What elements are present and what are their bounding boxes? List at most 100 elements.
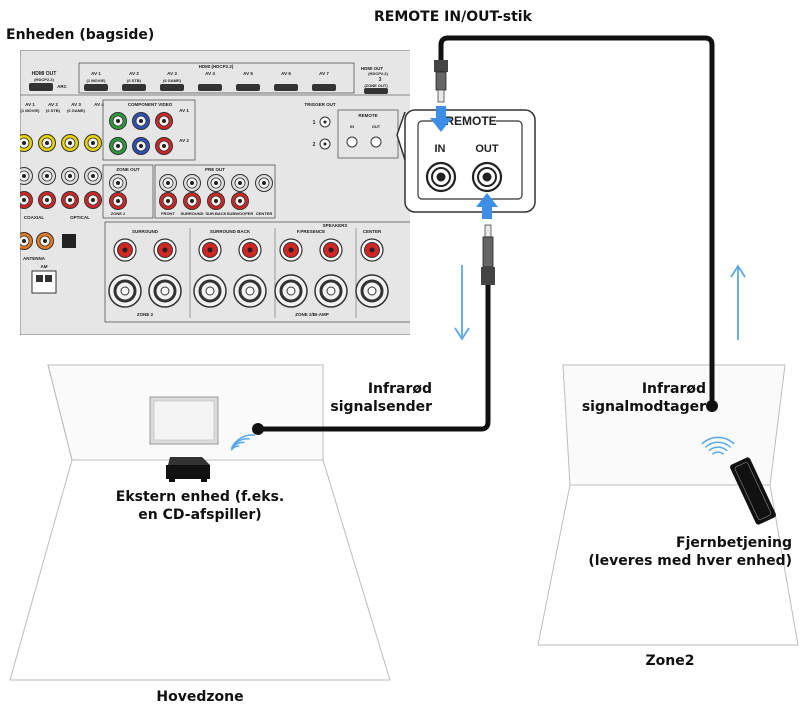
- hdmi-in-frame: [78, 62, 355, 94]
- ir-sender-wave: [231, 434, 256, 448]
- hdmi-input-port: [274, 84, 298, 91]
- hdmi-out-main-port: [29, 83, 53, 91]
- speaker-post-plus-hole: [207, 247, 213, 253]
- component-pr-jack-pin: [162, 119, 166, 123]
- speaker-post-minus-ring: [198, 279, 222, 303]
- remote-small-label: REMOTE: [358, 113, 377, 118]
- pre-out-name: SUR.BACK: [205, 211, 226, 216]
- pre-out-jack-bottom-pin: [190, 199, 194, 203]
- speaker-group-label: SURROUND BACK: [210, 229, 251, 234]
- ir-remote-wave: [701, 436, 735, 445]
- av-audio-l-jack-pin: [22, 174, 26, 178]
- speaker-group-label: SURROUND: [132, 229, 159, 234]
- arrow-up-head: [730, 264, 746, 278]
- zone-out-label: ZONE OUT: [116, 167, 140, 172]
- pre-out-name: FRONT: [161, 211, 175, 216]
- ir-remote-wave: [708, 446, 728, 452]
- hdmi-input-label: AV 7: [319, 71, 329, 76]
- antenna-label: ANTENNA: [23, 256, 46, 261]
- av-audio-r-jack-pin: [45, 198, 49, 202]
- speaker-post-minus-ring: [238, 279, 262, 303]
- zone-out-zone2-label: ZONE 2: [111, 211, 126, 216]
- ir-sender-wave: [230, 441, 245, 450]
- callout-in-label: IN: [435, 143, 446, 155]
- plug-in-grip: [435, 71, 447, 91]
- zone2-label: Zone2: [645, 653, 695, 669]
- cd-player-foot: [201, 479, 207, 482]
- am-terminal-a: [36, 275, 43, 282]
- coaxial-label: COAXIAL: [24, 215, 45, 220]
- speaker-post-minus-ring: [113, 279, 137, 303]
- callout-pointer: [396, 111, 406, 161]
- pre-out-jack-top-pin: [166, 181, 170, 185]
- ir-remote-wave: [704, 441, 732, 448]
- component-pr-jack-pin: [162, 144, 166, 148]
- av-video-jack-pin: [22, 141, 26, 145]
- hdmi-out-zone-name: (ZONE OUT): [364, 83, 388, 88]
- coaxial-jack-pin: [43, 239, 47, 243]
- pre-out-jack-top-pin: [262, 181, 266, 185]
- component-pb-jack-pin: [139, 144, 143, 148]
- av-label: AV 3: [71, 102, 81, 107]
- callout-out-label: OUT: [475, 143, 499, 155]
- speaker-zone2-label: ZONE 2: [137, 312, 154, 317]
- hdmi-input-port: [198, 84, 222, 91]
- ir-receiver-line2: signalmodtager: [581, 399, 706, 415]
- plug-out-tip: [484, 224, 492, 238]
- av-audio-l-jack-pin: [91, 174, 95, 178]
- trigger-num: 2: [313, 142, 316, 148]
- trigger-num: 1: [313, 120, 316, 126]
- pre-out-jack-top-pin: [214, 181, 218, 185]
- pre-out-jack-bottom-pin: [214, 199, 218, 203]
- main-room-floor: [9, 459, 391, 681]
- callout-in-jack-hole: [436, 172, 446, 182]
- cd-player-foot: [169, 479, 175, 482]
- callout-title: REMOTE: [445, 114, 496, 128]
- ir-sender-line1: Infrarød: [367, 381, 432, 397]
- component-frame: [102, 99, 196, 161]
- arrow-out-of-out: [476, 193, 498, 219]
- cd-player-body: [166, 465, 210, 479]
- speaker-post-plus-hole: [288, 247, 294, 253]
- external-device-line1: Ekstern enhed (f.eks.: [115, 489, 285, 505]
- optical-port: [62, 234, 76, 248]
- unit-title: Enheden (bagside): [6, 27, 155, 43]
- remote-control-label: Fjernbetjening (leveres med hver enhed): [560, 534, 792, 570]
- trigger-jack-pin: [323, 142, 327, 146]
- cd-player-top: [168, 457, 210, 465]
- av-video-jack-pin: [68, 141, 72, 145]
- tv-screen: [153, 400, 215, 441]
- main-room-edge: [47, 364, 73, 461]
- zone-out-l-jack-pin: [116, 181, 120, 185]
- coaxial-jack-pin: [22, 239, 26, 243]
- component-y-jack-pin: [116, 119, 120, 123]
- av-label: AV 2: [48, 102, 58, 107]
- am-terminal-b: [45, 275, 52, 282]
- ir-receiver-tip: [706, 400, 718, 412]
- pre-out-name: CENTER: [256, 211, 273, 216]
- speaker-post-minus-core: [286, 286, 296, 296]
- zone-out-r-jack-pin: [116, 199, 120, 203]
- hdmi-out-zone-port: [364, 88, 388, 94]
- ir-sender-tip: [252, 423, 264, 435]
- hdmi-input-sub: (6 STB): [127, 78, 142, 83]
- ir-receiver-label: Infrarød signalmodtager: [548, 380, 706, 416]
- cable-to-sender: [255, 282, 491, 432]
- pre-out-jack-bottom-pin: [238, 199, 242, 203]
- speaker-post-plus-hole: [247, 247, 253, 253]
- hdmi-input-port: [312, 84, 336, 91]
- component-video-label: COMPONENT VIDEO: [128, 102, 173, 107]
- av-audio-l-jack-pin: [68, 174, 72, 178]
- pre-out-name: SUBWOOFER: [227, 211, 254, 216]
- hdmi-input-label: AV 1: [91, 71, 101, 76]
- hdmi-out-arc-label: ARC: [57, 84, 67, 89]
- pre-out-jack-top-pin: [238, 181, 242, 185]
- trigger-jack-pin: [323, 120, 327, 124]
- plug-out-grip: [482, 236, 494, 268]
- plug-in-tip: [437, 89, 445, 103]
- ir-sender-label: Infrarød signalsender: [290, 380, 432, 416]
- speaker-post-minus-core: [120, 286, 130, 296]
- remote-line2: (leveres med hver enhed): [588, 553, 792, 569]
- speaker-post-minus-core: [245, 286, 255, 296]
